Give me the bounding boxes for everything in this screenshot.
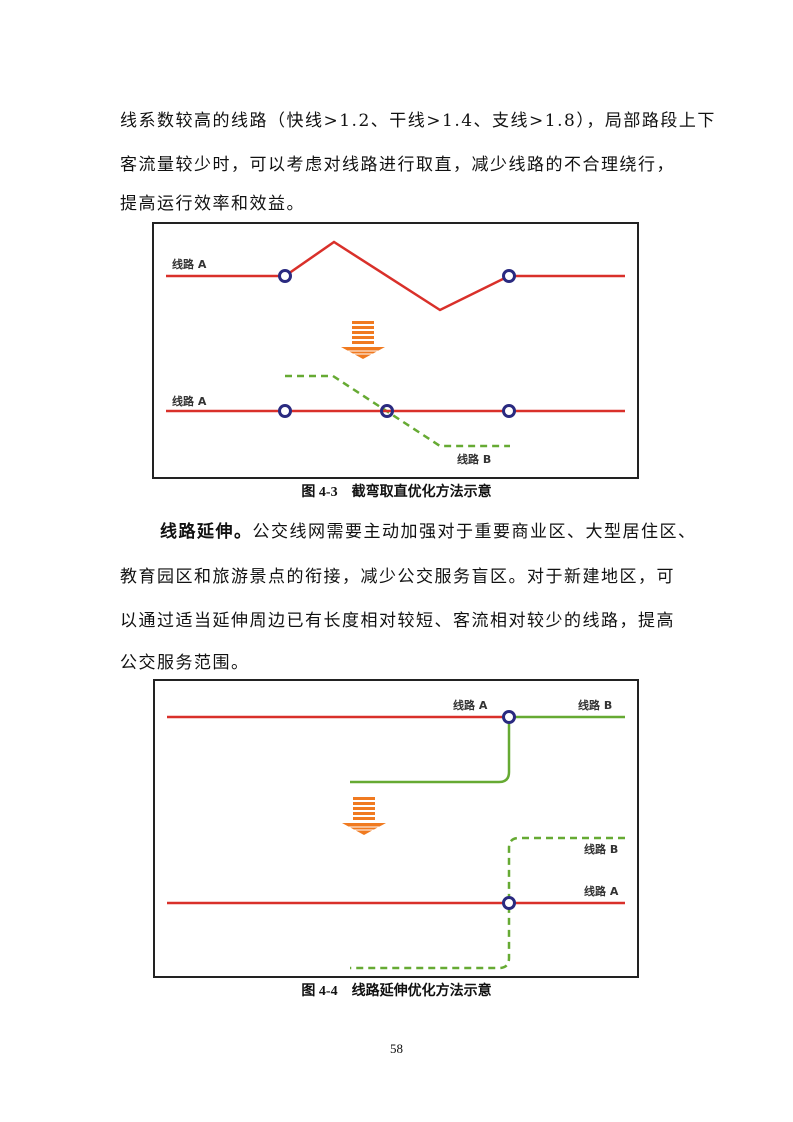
station-icon	[502, 710, 516, 724]
paragraph1-line: 客流量较少时，可以考虑对线路进行取直，减少线路的不合理绕行，	[120, 155, 675, 175]
label-line-b: 线路 B	[578, 698, 612, 712]
paragraph1-line: 线系数较高的线路（快线>1.2、干线>1.4、支线>1.8），局部路段上下	[120, 111, 716, 131]
paragraph1-line: 提高运行效率和效益。	[120, 194, 305, 214]
station-icon	[502, 269, 516, 283]
figure-caption: 图 4-4 线路延伸优化方法示意	[301, 984, 492, 999]
label-line-a: 线路 A	[172, 394, 207, 408]
label-line-b: 线路 B	[584, 842, 618, 856]
station-icon	[278, 404, 292, 418]
line-a-original	[166, 240, 625, 312]
page-number: 58	[390, 1041, 403, 1056]
paragraph-heading: 线路延伸。	[160, 522, 253, 542]
label-line-a: 线路 A	[453, 698, 488, 712]
station-icon	[278, 269, 292, 283]
figure-4-3-diagram: 线路 A 线路 A 线路 B	[152, 222, 639, 479]
figure-caption: 图 4-3 截弯取直优化方法示意	[301, 485, 492, 500]
station-icon	[502, 404, 516, 418]
figure-4-4-diagram: 线路 A 线路 B 线路 B 线路 A	[153, 679, 639, 978]
line-b-extended-dashed	[350, 836, 625, 970]
paragraph-text: 公交线网需要主动加强对于重要商业区、大型居住区、	[252, 522, 697, 542]
paragraph2-line: 教育园区和旅游景点的衔接，减少公交服务盲区。对于新建地区，可	[120, 567, 675, 587]
label-line-a: 线路 A	[172, 257, 207, 271]
label-line-a: 线路 A	[584, 884, 619, 898]
paragraph2-line: 公交服务范围。	[120, 653, 250, 673]
paragraph2-line: 线路延伸。公交线网需要主动加强对于重要商业区、大型居住区、	[160, 517, 720, 542]
station-icon	[380, 404, 394, 418]
station-icon	[502, 896, 516, 910]
label-line-b: 线路 B	[457, 452, 491, 466]
line-b	[350, 715, 625, 784]
paragraph2-line: 以通过适当延伸周边已有长度相对较短、客流相对较少的线路，提高	[120, 611, 675, 631]
